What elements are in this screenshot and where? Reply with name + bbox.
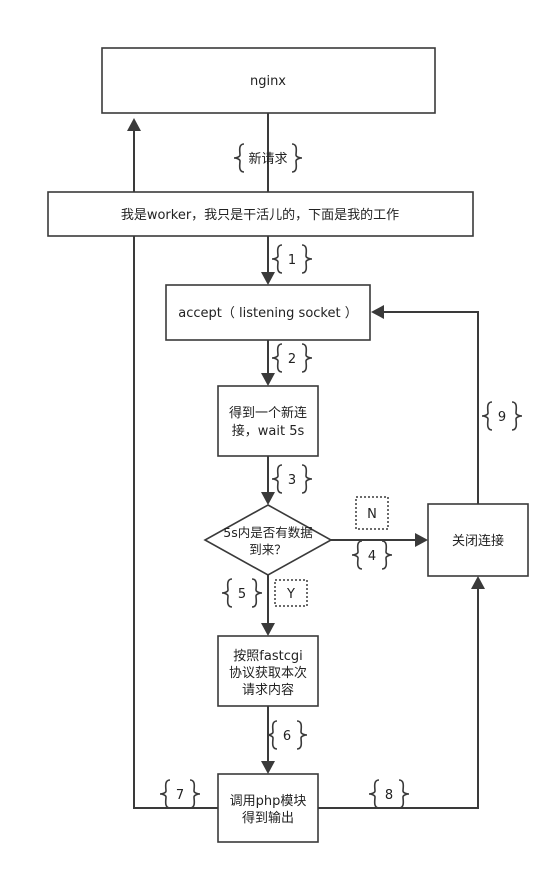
- brace-right: [398, 779, 410, 809]
- arrowhead-fastcgi: [261, 623, 275, 636]
- brace-left: [271, 343, 283, 373]
- decision-diamond: [203, 504, 333, 576]
- arrowhead-php: [261, 761, 275, 774]
- arrowhead-newconn: [261, 373, 275, 386]
- step-3-label: 3: [271, 464, 313, 494]
- brace-left: [368, 779, 380, 809]
- step-5-label: 5: [221, 578, 263, 608]
- accept-box: [165, 284, 371, 341]
- brace-left: [271, 464, 283, 494]
- step-6-label: 6: [266, 720, 308, 750]
- php-label-line1: 调用php模块: [230, 794, 307, 809]
- nginx-box: [101, 47, 436, 114]
- brace-left: [351, 540, 363, 570]
- step-4-label: 4: [351, 540, 393, 570]
- fastcgi-label-line1: 按照fastcgi: [233, 649, 302, 664]
- brace-left: [271, 244, 283, 274]
- step-1-text: 1: [288, 253, 296, 268]
- brace-left: [159, 779, 171, 809]
- step-5-text: 5: [238, 587, 246, 602]
- arrowhead-accept-from-close: [371, 305, 384, 319]
- fastcgi-label-line3: 请求内容: [242, 682, 294, 698]
- nginx-label: nginx: [250, 74, 286, 89]
- arrowhead-close-from-php: [471, 576, 485, 589]
- arrowhead-accept: [261, 272, 275, 285]
- brace-right: [511, 401, 523, 431]
- brace-left: [233, 143, 245, 173]
- edge-close-to-accept: [378, 311, 479, 504]
- brace-right: [301, 343, 313, 373]
- brace-left: [221, 578, 233, 608]
- step-6-text: 6: [283, 729, 291, 744]
- yes-branch-marker: [274, 579, 308, 607]
- decision-label-line2: 到来？: [249, 542, 287, 557]
- new-connection-label-line2: 接，wait 5s: [232, 423, 305, 439]
- brace-right: [251, 578, 263, 608]
- brace-right: [301, 244, 313, 274]
- step-4-text: 4: [368, 549, 376, 564]
- step-8-label: 8: [368, 779, 410, 809]
- brace-left: [266, 720, 278, 750]
- close-connection-box: [427, 503, 529, 577]
- step-1-label: 1: [271, 244, 313, 274]
- new-connection-label-line1: 得到一个新连: [229, 405, 307, 421]
- step-7-label: 7: [159, 779, 201, 809]
- brace-right: [291, 143, 303, 173]
- step-3-text: 3: [288, 473, 296, 488]
- step-7-text: 7: [176, 788, 184, 803]
- decision-label-line1: 5s内是否有数据: [223, 525, 312, 540]
- arrowhead-up-nginx: [127, 118, 141, 131]
- step-2-label: 2: [271, 343, 313, 373]
- new-request-text: 新请求: [248, 151, 287, 167]
- fastcgi-box: [217, 635, 319, 707]
- step-8-text: 8: [385, 788, 393, 803]
- no-branch-marker: [355, 496, 389, 530]
- fastcgi-label-line2: 协议获取本次: [229, 665, 307, 681]
- arrowhead-decision: [261, 492, 275, 505]
- yes-branch-text: Y: [286, 587, 295, 602]
- php-label-line2: 得到输出: [242, 810, 294, 826]
- new-connection-box: [217, 385, 319, 457]
- brace-right: [296, 720, 308, 750]
- worker-box: [47, 191, 474, 237]
- brace-right: [301, 464, 313, 494]
- step-2-text: 2: [288, 352, 296, 367]
- arrowhead-close: [415, 533, 428, 547]
- brace-right: [381, 540, 393, 570]
- worker-label: 我是worker，我只是干活儿的，下面是我的工作: [121, 207, 399, 223]
- brace-right: [189, 779, 201, 809]
- brace-left: [481, 401, 493, 431]
- edge-php-to-close: [318, 582, 479, 809]
- php-box: [217, 773, 319, 843]
- accept-label: accept（ listening socket ）: [178, 306, 357, 321]
- step-9-text: 9: [498, 410, 506, 425]
- no-branch-text: N: [367, 507, 377, 522]
- step-9-label: 9: [481, 401, 523, 431]
- new-request-label: 新请求: [233, 143, 303, 173]
- close-connection-label: 关闭连接: [452, 533, 504, 549]
